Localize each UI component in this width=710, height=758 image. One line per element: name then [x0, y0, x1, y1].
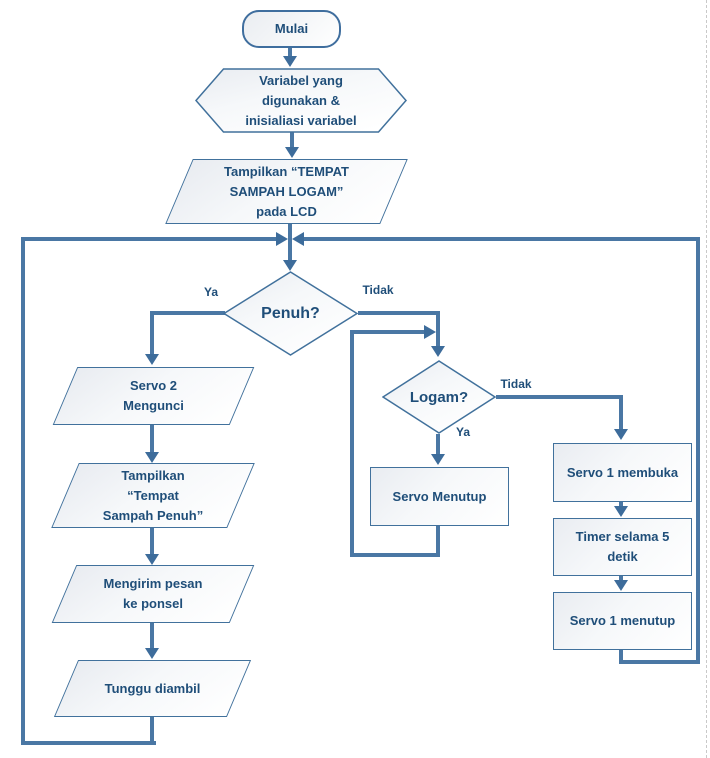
init-line-1: Variabel yang	[259, 72, 343, 88]
connector-servoclose-loop-vertical	[350, 330, 354, 557]
timer-line-1: Timer selama 5	[575, 529, 670, 544]
connector-init-lcd	[290, 132, 294, 149]
arrowhead-open-timer	[614, 506, 628, 517]
display-lcd-line-3: pada LCD	[256, 203, 317, 219]
servo2-line-2: Mengunci	[123, 398, 184, 413]
connector-logam-tidak-horizontal	[496, 395, 623, 399]
edge-label-logam-tidak: Tidak	[500, 377, 532, 391]
connector-right-loop-vertical	[696, 237, 700, 664]
arrowhead-servoclose-loop	[424, 325, 436, 339]
connector-timer-close	[619, 574, 623, 582]
node-start-terminator: Mulai	[242, 10, 341, 48]
node-display-lcd-label: Tampilkan “TEMPAT SAMPAH LOGAM” pada LCD	[224, 162, 349, 222]
node-wait-taken-label: Tunggu diambil	[105, 679, 201, 699]
node-servo2-lock-label: Servo 2 Mengunci	[123, 376, 184, 416]
connector-left-loop-top	[21, 237, 276, 241]
node-servo1-close-process: Servo 1 menutup	[553, 592, 692, 650]
init-line-2: digunakan &	[261, 92, 340, 108]
connector-start-init	[288, 44, 292, 58]
init-line-3: inisialiasi variabel	[245, 112, 357, 128]
node-timer-process: Timer selama 5 detik	[553, 518, 692, 576]
servo-close-label: Servo Menutup	[392, 488, 487, 504]
connector-open-timer	[619, 500, 623, 508]
connector-penuh-tidak-horizontal	[358, 311, 440, 315]
node-display-lcd-io: Tampilkan “TEMPAT SAMPAH LOGAM” pada LCD	[165, 159, 408, 224]
arrowhead-logam-tidak	[614, 429, 628, 440]
penuh-text: Penuh?	[261, 304, 320, 322]
connector-servo1close-stub	[619, 648, 623, 664]
timer-label: Timer selama 5 detik	[576, 527, 670, 567]
node-penuh-decision-shape	[223, 271, 358, 356]
display-full-line-2: “Tempat	[127, 487, 179, 503]
connector-left-loop-bottom	[21, 741, 156, 745]
node-wait-taken-io: Tunggu diambil	[53, 660, 252, 717]
connector-send-wait	[150, 623, 154, 649]
arrowhead-logam-ya	[431, 454, 445, 465]
connector-penuh-ya-horizontal	[150, 311, 225, 315]
node-display-full-io: Tampilkan “Tempat Sampah Penuh”	[51, 463, 255, 528]
node-start-label: Mulai	[274, 21, 309, 36]
logam-text: Logam?	[409, 388, 469, 406]
arrowhead-lcd-penuh	[283, 260, 297, 271]
page-margin-dashed-line	[706, 0, 707, 758]
edge-label-penuh-tidak: Tidak	[362, 283, 394, 297]
node-penuh-label: Penuh?	[223, 271, 358, 356]
arrowhead-penuh-ya	[145, 354, 159, 365]
wait-line-1: Tunggu diambil	[104, 680, 201, 696]
node-servo2-lock-io: Servo 2 Mengunci	[52, 367, 255, 425]
connector-servoclose-loop-bottom	[350, 553, 440, 557]
arrowhead-displayfull-send	[145, 554, 159, 565]
connector-penuh-tidak-vertical	[436, 311, 440, 347]
display-lcd-line-2: SAMPAH LOGAM”	[229, 183, 344, 199]
node-display-full-label: Tampilkan “Tempat Sampah Penuh”	[103, 466, 203, 526]
node-logam-label: Logam?	[382, 360, 496, 434]
arrowhead-send-wait	[145, 648, 159, 659]
send-line-1: Mengirim pesan	[103, 576, 203, 591]
arrowhead-servo2-displayfull	[145, 452, 159, 463]
display-full-line-1: Tampilkan	[121, 467, 185, 483]
display-lcd-line-1: Tampilkan “TEMPAT	[224, 163, 349, 179]
arrowhead-right-loop-junction	[292, 232, 304, 246]
arrowhead-init-lcd	[285, 147, 299, 158]
edge-label-penuh-ya: Ya	[203, 285, 218, 299]
node-send-message-io: Mengirim pesan ke ponsel	[51, 565, 255, 623]
display-full-line-3: Sampah Penuh”	[102, 507, 204, 523]
connector-logam-ya	[436, 434, 440, 455]
connector-servoclose-stub	[436, 524, 440, 557]
node-servo-close-process: Servo Menutup	[370, 467, 509, 526]
edge-label-logam-ya: Ya	[455, 425, 470, 439]
node-init-preparation-shape	[195, 68, 407, 133]
connector-displayfull-send	[150, 528, 154, 555]
node-logam-decision-shape	[382, 360, 496, 434]
send-line-2: ke ponsel	[123, 596, 183, 611]
node-servo1-open-process: Servo 1 membuka	[553, 443, 692, 502]
connector-logam-tidak-vertical	[619, 395, 623, 430]
node-send-message-label: Mengirim pesan ke ponsel	[104, 574, 203, 614]
arrowhead-left-loop-junction	[276, 232, 288, 246]
arrowhead-start-init	[283, 56, 297, 67]
connector-right-loop-top	[304, 237, 696, 241]
connector-servoclose-loop-top	[350, 330, 424, 334]
arrowhead-timer-close	[614, 580, 628, 591]
connector-left-loop-vertical	[21, 237, 25, 745]
timer-line-2: detik	[607, 549, 638, 564]
servo2-line-1: Servo 2	[130, 378, 177, 393]
arrowhead-into-logam	[431, 346, 445, 357]
node-init-label: Variabel yang digunakan & inisialiasi va…	[195, 68, 407, 133]
connector-penuh-ya-vertical	[150, 311, 154, 354]
connector-lcd-penuh	[288, 224, 292, 261]
connector-servo2-displayfull	[150, 425, 154, 453]
servo1-close-label: Servo 1 menutup	[569, 613, 676, 628]
connector-right-loop-bottom	[619, 660, 700, 664]
servo1-open-label: Servo 1 membuka	[566, 464, 679, 480]
connector-wait-stub	[150, 717, 154, 745]
